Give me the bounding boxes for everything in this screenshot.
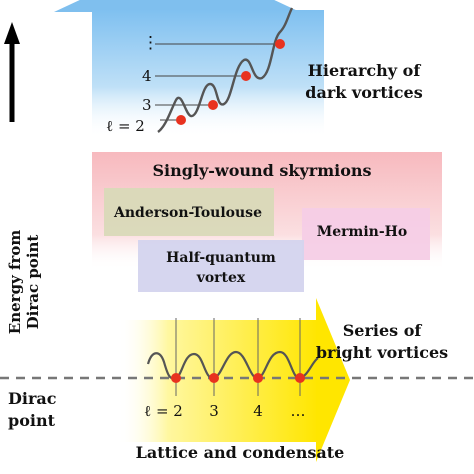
energy-axis-arrow <box>4 22 20 122</box>
bright-marker-l4 <box>253 373 263 383</box>
dark-marker-l4 <box>241 71 251 81</box>
half-quantum-label-line2: vortex <box>196 270 246 286</box>
mermin-ho-box <box>302 208 430 260</box>
dark-title-line1: Hierarchy of <box>308 61 422 80</box>
dark-level-label-l2: ℓ = 2 <box>106 117 145 135</box>
dark-vortex-markers <box>176 39 285 125</box>
half-quantum-box <box>138 240 304 292</box>
dark-title-line2: dark vortices <box>305 83 422 102</box>
dark-marker-l3 <box>208 100 218 110</box>
dark-vortex-panel <box>54 0 324 138</box>
dark-marker-l2 <box>176 115 186 125</box>
bright-marker-l5 <box>295 373 305 383</box>
bright-title-line1: Series of <box>343 321 423 340</box>
bright-level-label-l4: 4 <box>253 402 263 420</box>
dark-level-label-l3: 3 <box>142 96 152 114</box>
top-arrow-head <box>54 0 300 12</box>
bright-vortex-markers <box>171 373 305 383</box>
dark-level-label-more: ⋮ <box>142 33 159 53</box>
bright-potential-curve <box>146 350 319 380</box>
lattice-caption: Lattice and condensate <box>136 443 345 462</box>
half-quantum-label-line1: Half-quantum <box>166 250 276 266</box>
anderson-toulouse-label: Anderson-Toulouse <box>113 205 262 221</box>
dirac-label-line1: Dirac <box>8 389 57 408</box>
dark-marker-l5 <box>275 39 285 49</box>
dark-level-label-l4: 4 <box>142 67 152 85</box>
bottom-arrow-head <box>316 298 350 462</box>
bright-marker-l2 <box>171 373 181 383</box>
bright-vortex-panel <box>118 298 350 462</box>
bright-level-label-l2: ℓ = 2 <box>144 402 183 420</box>
bright-marker-l3 <box>209 373 219 383</box>
top-arrow-body <box>92 10 324 138</box>
bright-level-label-more: … <box>291 402 306 420</box>
axis-label-line2: Dirac point <box>24 235 42 330</box>
bright-title-line2: bright vortices <box>316 343 448 362</box>
mermin-ho-label: Mermin-Ho <box>317 224 407 240</box>
bright-level-label-l3: 3 <box>209 402 219 420</box>
skyrmion-title: Singly-wound skyrmions <box>152 161 371 180</box>
axis-label-line1: Energy from <box>6 230 24 335</box>
dirac-label-line2: point <box>8 411 56 430</box>
dark-potential-curve <box>157 7 294 133</box>
anderson-toulouse-box <box>104 188 274 236</box>
